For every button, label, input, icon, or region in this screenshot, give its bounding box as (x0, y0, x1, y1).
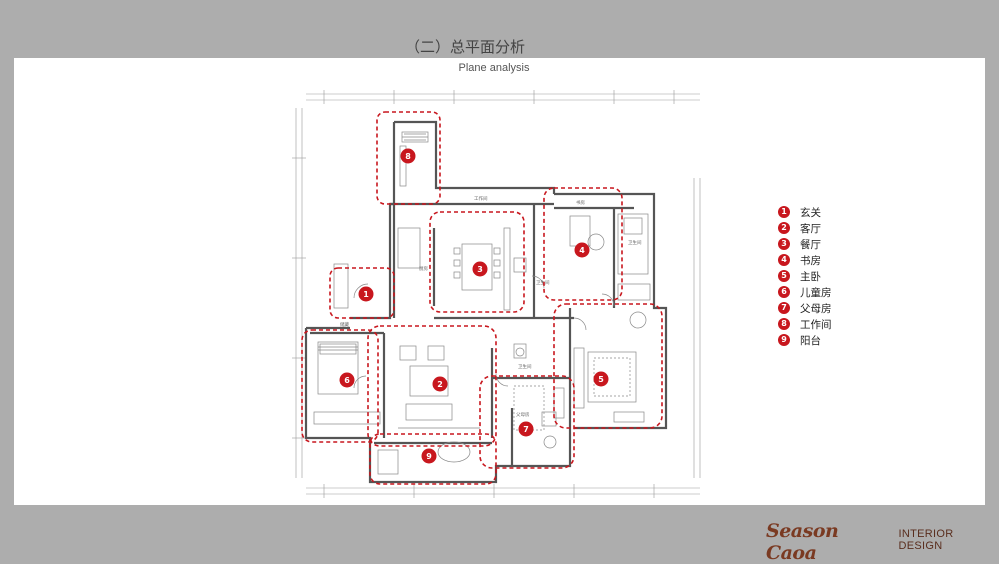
legend-label: 工作间 (800, 318, 832, 331)
zone-5 (553, 303, 663, 429)
legend-label: 儿童房 (800, 286, 832, 299)
content-panel: Plane analysis (14, 58, 985, 505)
room-label-toilet-a: 卫生间 (628, 239, 642, 246)
legend-label: 玄关 (800, 206, 821, 219)
zone-markers: 8 3 4 1 6 2 5 (339, 148, 609, 464)
furniture-lines (313, 131, 651, 475)
brand-script: Season Caoa (766, 520, 839, 564)
room-label-storage: 储藏 (340, 321, 349, 328)
zone-marker-label: 5 (598, 375, 604, 384)
legend-badge: 8 (778, 318, 790, 330)
legend-label: 主卧 (800, 270, 821, 283)
zone-4 (543, 187, 623, 301)
zone-marker-9: 9 (421, 448, 437, 464)
legend-badge: 2 (778, 222, 790, 234)
room-label-kitchen: 厨房 (419, 265, 428, 272)
dimension-lines (295, 93, 701, 495)
legend-badge: 7 (778, 302, 790, 314)
zone-marker-5: 5 (593, 371, 609, 387)
legend-label: 客厅 (800, 222, 821, 235)
zone-marker-label: 3 (477, 265, 483, 274)
room-label-parents: 父母房 (516, 411, 530, 418)
legend-label: 父母房 (800, 302, 832, 315)
zone-6 (301, 329, 379, 443)
zone-3 (429, 211, 525, 313)
zone-1 (329, 267, 395, 319)
legend-badge: 3 (778, 238, 790, 250)
zone-9 (369, 433, 497, 485)
room-label-work: 工作间 (474, 195, 488, 202)
room-label-study: 书房 (576, 199, 585, 206)
legend-item: 6 儿童房 (778, 284, 898, 300)
zone-marker-label: 6 (344, 376, 350, 385)
brand-text: INTERIOR DESIGN (898, 528, 954, 552)
zone-marker-3: 3 (472, 261, 488, 277)
legend: 1 玄关 2 客厅 3 餐厅 4 书房 5 主卧 6 儿童房 7 父母房 8 工作间 9 阳台 (778, 204, 898, 348)
zone-marker-label: 7 (523, 425, 529, 434)
zone-marker-6: 6 (339, 372, 355, 388)
zone-outlines (301, 111, 663, 485)
legend-label: 餐厅 (800, 238, 821, 251)
zone-marker-label: 8 (405, 152, 411, 161)
zone-2 (367, 325, 497, 447)
brand-logo: Season Caoa INTERIOR DESIGN (766, 520, 999, 564)
zone-marker-8: 8 (400, 148, 416, 164)
legend-badge: 5 (778, 270, 790, 282)
zone-marker-label: 1 (363, 290, 369, 299)
legend-item: 3 餐厅 (778, 236, 898, 252)
legend-item: 8 工作间 (778, 316, 898, 332)
legend-item: 7 父母房 (778, 300, 898, 316)
zone-marker-2: 2 (432, 376, 448, 392)
room-label-group: 工作间 书房 厨房 卫生间 卫生间 储藏 父母房 卫生间 (340, 195, 642, 418)
zone-marker-4: 4 (574, 242, 590, 258)
zone-7 (479, 375, 575, 469)
page-subtitle: Plane analysis (458, 62, 530, 74)
floor-plan: 工作间 书房 厨房 卫生间 卫生间 储藏 父母房 卫生间 8 (292, 90, 701, 498)
legend-label: 书房 (800, 254, 821, 267)
legend-item: 5 主卧 (778, 268, 898, 284)
legend-item: 2 客厅 (778, 220, 898, 236)
zone-marker-label: 2 (437, 380, 443, 389)
dimension-ticks (292, 90, 675, 498)
legend-badge: 9 (778, 334, 790, 346)
room-label-toilet-b: 卫生间 (536, 279, 550, 286)
zone-marker-7: 7 (518, 421, 534, 437)
legend-item: 4 书房 (778, 252, 898, 268)
legend-badge: 6 (778, 286, 790, 298)
zone-marker-label: 4 (579, 246, 585, 255)
zone-8 (376, 111, 441, 205)
room-label-master-bath: 卫生间 (518, 363, 532, 370)
legend-badge: 4 (778, 254, 790, 266)
legend-item: 9 阳台 (778, 332, 898, 348)
zone-marker-1: 1 (358, 286, 374, 302)
page-title: （二）总平面分析 (404, 38, 525, 56)
legend-label: 阳台 (800, 334, 821, 347)
zone-marker-label: 9 (426, 452, 432, 461)
legend-badge: 1 (778, 206, 790, 218)
legend-item: 1 玄关 (778, 204, 898, 220)
